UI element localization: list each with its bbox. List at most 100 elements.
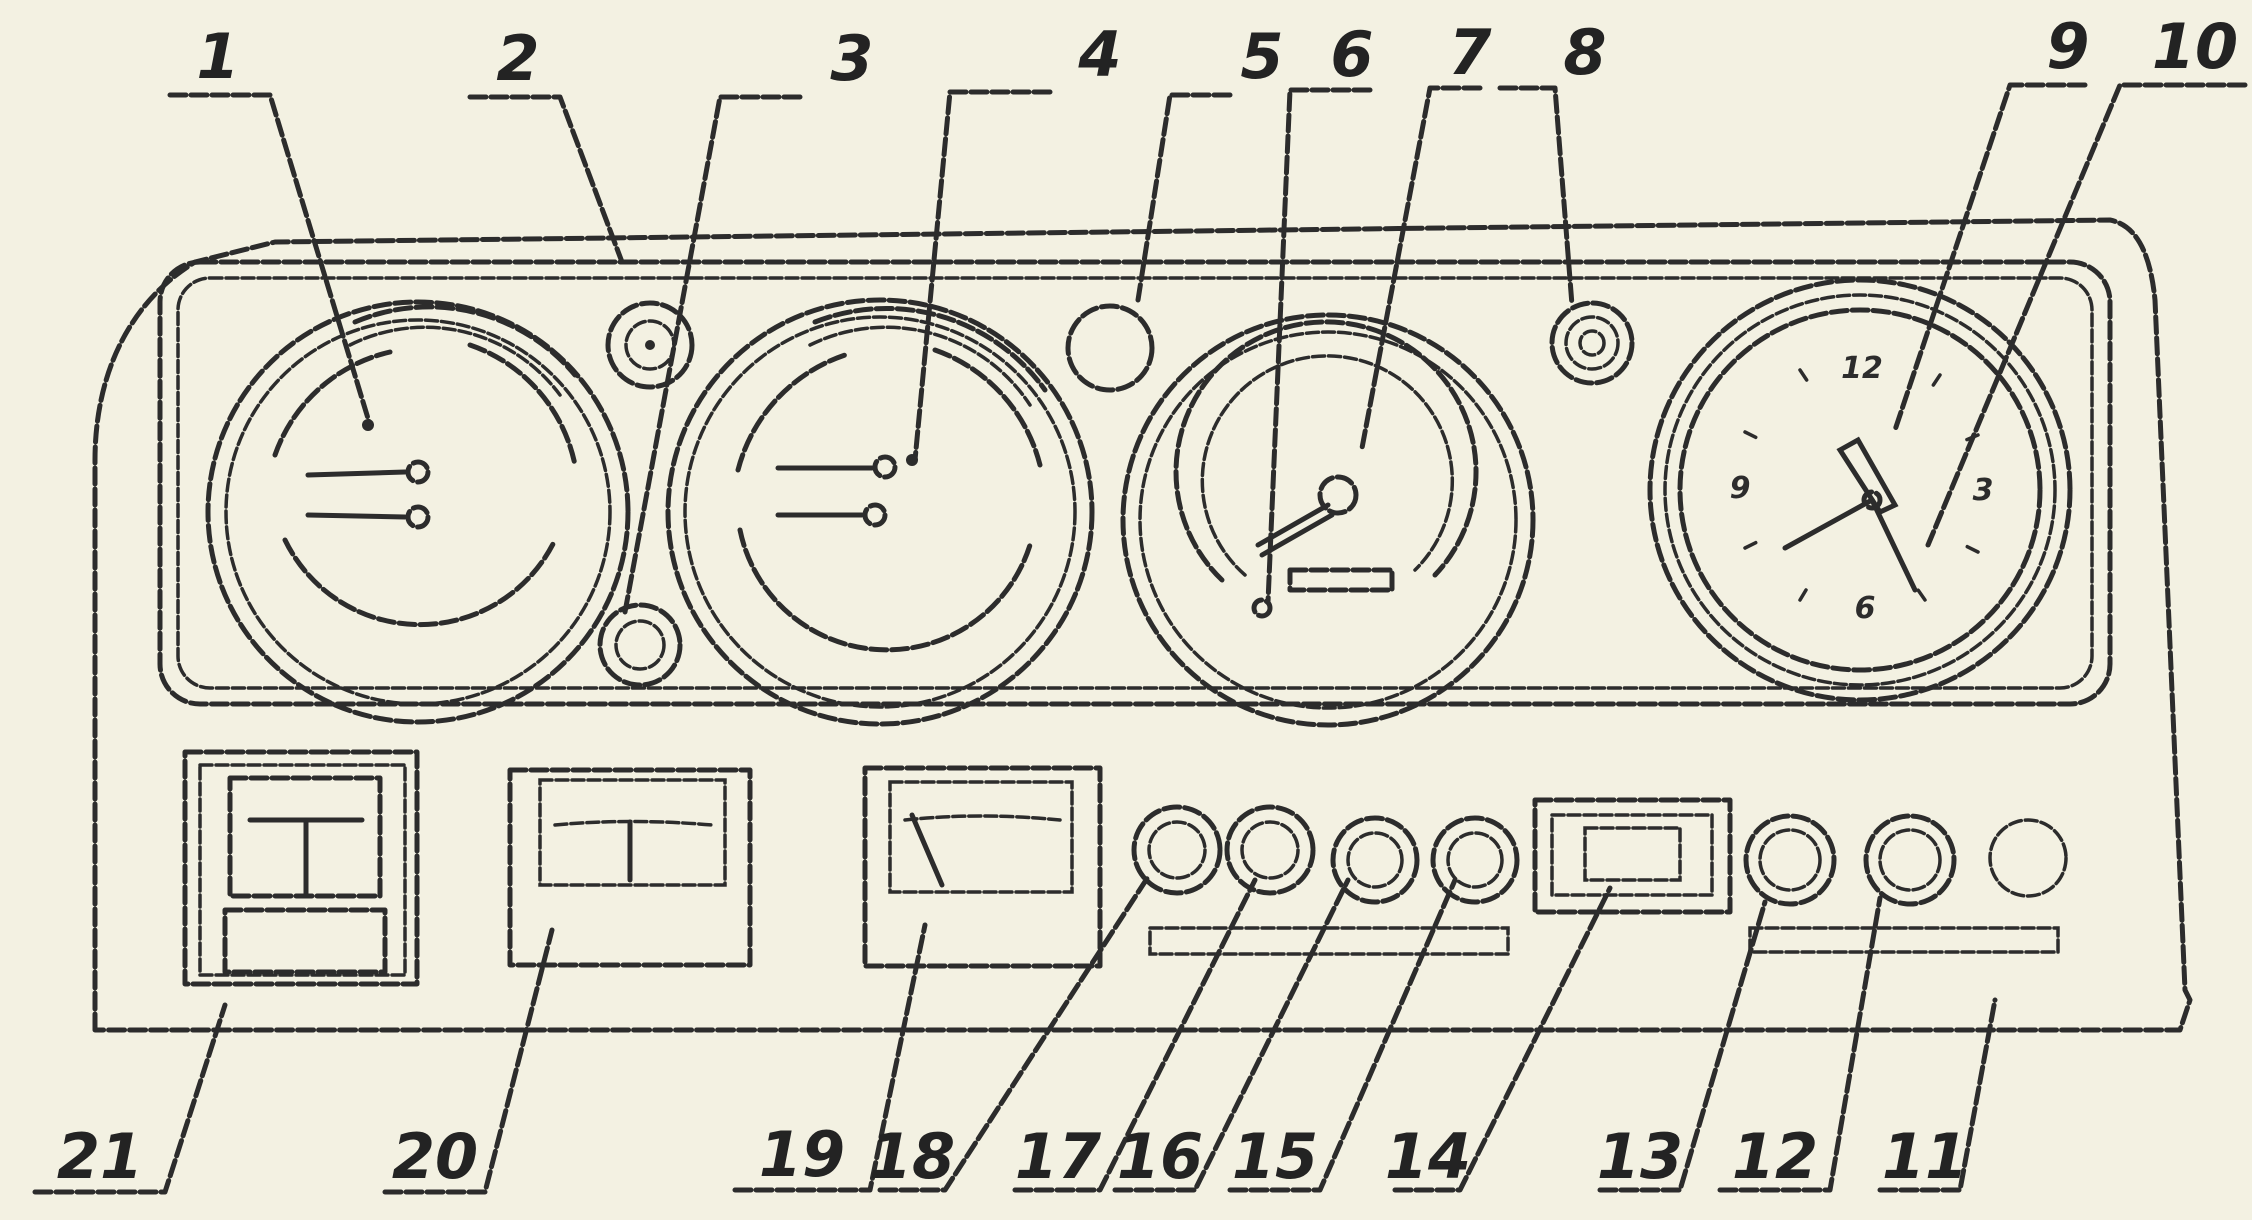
lamp-2-center <box>645 340 655 350</box>
gauge-1 <box>205 299 631 725</box>
gauge-1-pivot-top <box>405 459 431 485</box>
switch-14 <box>1532 797 1733 915</box>
speedometer-scale-outer <box>1173 319 1479 583</box>
gauge-1-top-arc-outer <box>352 304 578 378</box>
clock-numeral-3: 3 <box>1973 473 1994 508</box>
callout-17: 17 <box>1015 1120 1102 1193</box>
lamp-12-ring-outer <box>1863 813 1957 907</box>
leader-11 <box>1877 997 1998 1193</box>
meter-19-outer-frame <box>862 765 1103 969</box>
lamp-3-ring-outer <box>597 602 683 688</box>
speedometer-ring-outer <box>1120 312 1536 728</box>
callout-19: 19 <box>759 1118 845 1191</box>
clock-second-hand <box>1869 497 1918 593</box>
callout-4: 4 <box>1077 18 1121 91</box>
lamp-2-ring-outer <box>605 300 695 390</box>
lamp-group-label-strip-right <box>1748 926 2060 954</box>
callout-11: 11 <box>1882 1120 1968 1193</box>
gauge-4-scale-upper-right <box>932 347 1043 468</box>
gauge-1-ring-mid <box>224 318 612 706</box>
panel-housing <box>92 217 2193 1033</box>
clock-tick-10 <box>1743 430 1759 440</box>
leader-16 <box>1112 877 1351 1193</box>
callout-9: 9 <box>2046 10 2089 83</box>
lamp-8-ring-inner <box>1578 329 1606 357</box>
callout-13: 13 <box>1597 1120 1683 1193</box>
meter-19-scale-arc <box>903 814 1062 822</box>
meter-20-outer-frame <box>507 767 753 968</box>
lamp-16 <box>1330 815 1420 905</box>
lamp-15 <box>1430 815 1520 905</box>
gauge-4-ring-mid <box>683 315 1077 709</box>
clock-ring-inner <box>1677 307 2043 673</box>
leader-14 <box>1392 885 1613 1193</box>
speedometer-odometer-window <box>1287 567 1395 593</box>
callout-12: 12 <box>1732 1120 1818 1193</box>
switch-14-outer-frame <box>1532 797 1733 915</box>
switch-14-key <box>1583 826 1682 882</box>
leader-21 <box>32 1002 228 1195</box>
gauge-4-ring-outer <box>665 297 1095 727</box>
lamp-group-label-strip-left <box>1148 926 1510 956</box>
leader-19 <box>732 922 928 1193</box>
meter-19-pointer <box>909 812 945 888</box>
gauge-4-top-arc-inner <box>808 325 1032 407</box>
clock-numeral-9: 9 <box>1730 471 1751 506</box>
lamp-5 <box>1065 303 1155 393</box>
leader-8 <box>1497 85 1575 308</box>
gauge-4 <box>665 297 1095 727</box>
speedometer <box>1120 312 1536 728</box>
speedometer-scale-inner <box>1200 354 1455 577</box>
callout-8: 8 <box>1563 16 1606 89</box>
leader-12 <box>1717 895 1883 1193</box>
clock-minute-hand <box>1782 497 1875 551</box>
gauge-cluster-bezel-outer <box>157 259 2113 707</box>
switch-21-inner-frame <box>198 763 407 977</box>
callout-10: 10 <box>2152 10 2238 83</box>
lamp-8 <box>1549 300 1635 386</box>
leader-9 <box>1892 82 2088 433</box>
clock-tick-11 <box>1798 368 1810 384</box>
gauge-1-scale-lower <box>282 537 558 628</box>
leader-15 <box>1227 877 1458 1193</box>
lamp-15-ring-outer <box>1430 815 1520 905</box>
clock-numeral-6: 6 <box>1855 591 1876 626</box>
lamp-16-ring-inner <box>1346 831 1404 889</box>
lamp-18-ring-inner <box>1147 820 1207 880</box>
gauge-1-ring-outer <box>205 299 631 725</box>
callout-18: 18 <box>869 1120 955 1193</box>
clock: 12 3 6 9 <box>1647 277 2073 703</box>
meter-19 <box>862 765 1103 969</box>
lamp-3-ring-inner <box>614 619 666 671</box>
clock-center-pivot <box>1861 489 1883 511</box>
callout-3: 3 <box>830 22 873 95</box>
leader-18 <box>877 874 1151 1193</box>
switch-21 <box>182 749 420 987</box>
leader-17 <box>1012 877 1258 1193</box>
gauge-1-scale-upper-left <box>272 349 393 458</box>
gauge-1-pivot-bottom <box>405 504 431 530</box>
speedometer-trip-knob <box>1251 597 1273 619</box>
clock-ring-mid <box>1663 293 2057 687</box>
meter-20-dial-window <box>538 778 727 887</box>
lamp-17 <box>1224 804 1316 896</box>
leader-3 <box>622 94 803 615</box>
lamp-15-ring-inner <box>1446 831 1504 889</box>
lamp-8-ring-mid <box>1564 315 1620 371</box>
callout-20: 20 <box>392 1120 478 1193</box>
lamp-11 <box>1988 818 2068 898</box>
gauge-4-scale-lower <box>737 527 1033 653</box>
leader-6 <box>1265 87 1373 605</box>
clock-tick-7 <box>1798 588 1808 602</box>
lamp-5-ring <box>1065 303 1155 393</box>
lamp-12-ring-inner <box>1878 828 1942 892</box>
callout-labels: 1 2 3 4 5 6 7 8 9 10 11 12 13 14 15 16 1… <box>57 10 2238 1193</box>
meter-20-scale-arc <box>553 819 714 827</box>
lamp-3 <box>597 602 683 688</box>
gauge-1-needle-top <box>305 469 408 478</box>
lamp-16-ring-outer <box>1330 815 1420 905</box>
callout-6: 6 <box>1330 18 1373 91</box>
callout-2: 2 <box>496 22 539 95</box>
switch-21-outer-frame <box>182 749 420 987</box>
meter-19-dial-window <box>888 780 1074 894</box>
